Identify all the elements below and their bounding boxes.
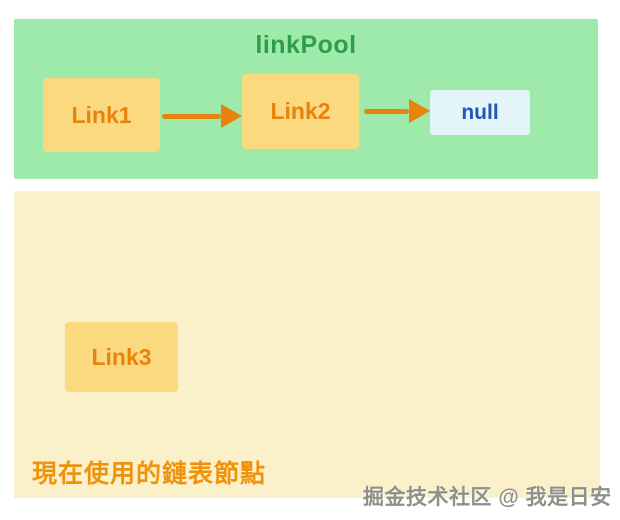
used-nodes-panel: Link3 現在使用的鏈表節點 <box>14 191 600 498</box>
arrow-head <box>409 99 430 123</box>
arrow-shaft <box>162 113 221 119</box>
null-terminal: null <box>430 90 530 135</box>
node-link1: Link1 <box>43 78 160 152</box>
node-link2-label: Link2 <box>270 98 331 124</box>
watermark: 掘金技术社区 @ 我是日安 <box>363 486 612 509</box>
node-link2: Link2 <box>242 74 359 149</box>
node-link3-label: Link3 <box>91 343 152 370</box>
arrow-right-icon <box>364 99 430 123</box>
link-pool-panel: linkPool Link1 Link2 null <box>14 19 598 179</box>
arrow-head <box>221 104 242 128</box>
pool-title: linkPool <box>255 31 357 59</box>
node-link1-label: Link1 <box>71 101 132 128</box>
used-panel-caption: 現在使用的鏈表節點 <box>32 460 267 488</box>
null-terminal-label: null <box>461 100 499 124</box>
node-link3: Link3 <box>65 322 178 392</box>
arrow-right-icon <box>162 104 242 128</box>
arrow-shaft <box>364 108 409 114</box>
